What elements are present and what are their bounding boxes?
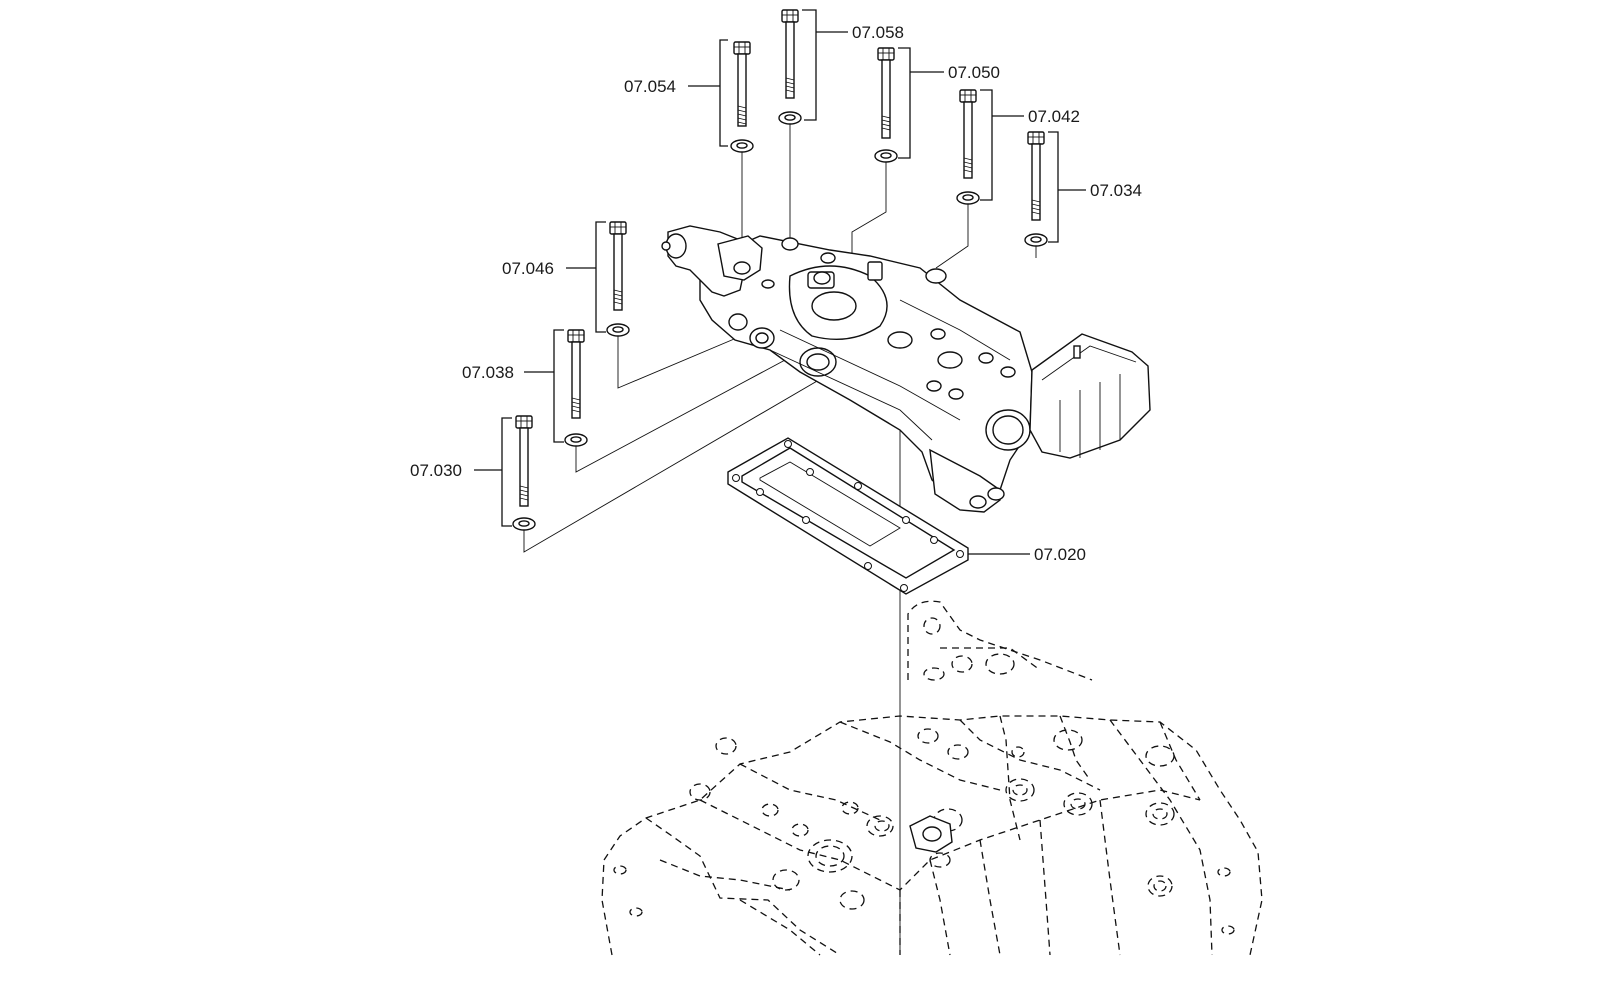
- gasket-07-020: [727, 437, 1030, 595]
- transmission-housing-fragment-upper: [907, 600, 1093, 681]
- label-07-046: 07.046: [502, 259, 554, 278]
- label-07-054: 07.054: [624, 77, 676, 96]
- label-07-034: 07.034: [1090, 181, 1142, 200]
- bolt-07-054: [688, 39, 754, 153]
- bolt-07-050: [874, 47, 944, 163]
- label-07-030: 07.030: [410, 461, 462, 480]
- transmission-housing-lower: [601, 715, 1263, 956]
- bolt-07-034: [1024, 131, 1086, 247]
- label-07-020: 07.020: [1034, 545, 1086, 564]
- bolt-07-030: [474, 415, 536, 531]
- valve-block-assembly: [661, 225, 1151, 513]
- label-07-042: 07.042: [1028, 107, 1080, 126]
- assembly-leader-lines: [523, 124, 1037, 955]
- bolt-07-058: [778, 9, 848, 125]
- label-07-050: 07.050: [948, 63, 1000, 82]
- bolt-07-038: [524, 329, 588, 447]
- label-07-038: 07.038: [462, 363, 514, 382]
- label-07-058: 07.058: [852, 23, 904, 42]
- bolt-07-042: [956, 89, 1024, 205]
- bolt-07-046: [566, 221, 630, 337]
